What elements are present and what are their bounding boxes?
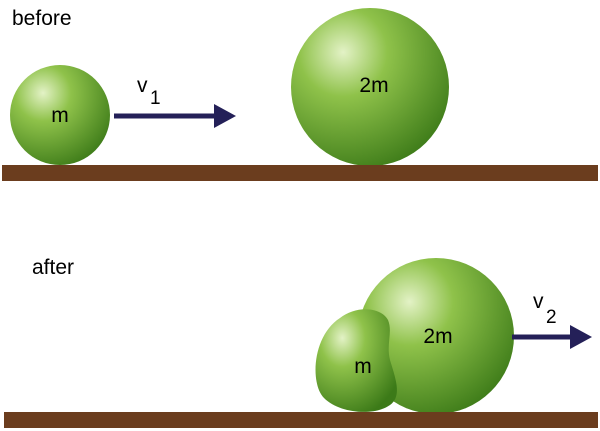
after-ball-large xyxy=(358,258,514,414)
after-ball-small xyxy=(315,309,397,412)
before-ground xyxy=(2,165,598,181)
after-velocity-label: v xyxy=(533,290,544,313)
before-label: before xyxy=(12,7,72,30)
before-scene: before m v 1 2m xyxy=(2,7,598,181)
before-ball-large-label: 2m xyxy=(359,74,388,97)
before-velocity-arrow xyxy=(114,104,236,128)
before-velocity-subscript: 1 xyxy=(150,88,161,109)
before-ball-small xyxy=(10,65,110,165)
after-velocity-subscript: 2 xyxy=(546,307,557,328)
after-label: after xyxy=(32,256,74,279)
after-velocity-arrow xyxy=(512,325,592,349)
before-ball-large xyxy=(291,8,449,166)
after-ball-large-label: 2m xyxy=(423,325,452,348)
before-velocity-label: v xyxy=(137,74,148,97)
after-scene: after 2m m v 2 xyxy=(4,256,598,428)
after-ground xyxy=(4,412,598,428)
after-ball-small-label: m xyxy=(354,355,372,378)
before-ball-small-label: m xyxy=(51,104,69,127)
